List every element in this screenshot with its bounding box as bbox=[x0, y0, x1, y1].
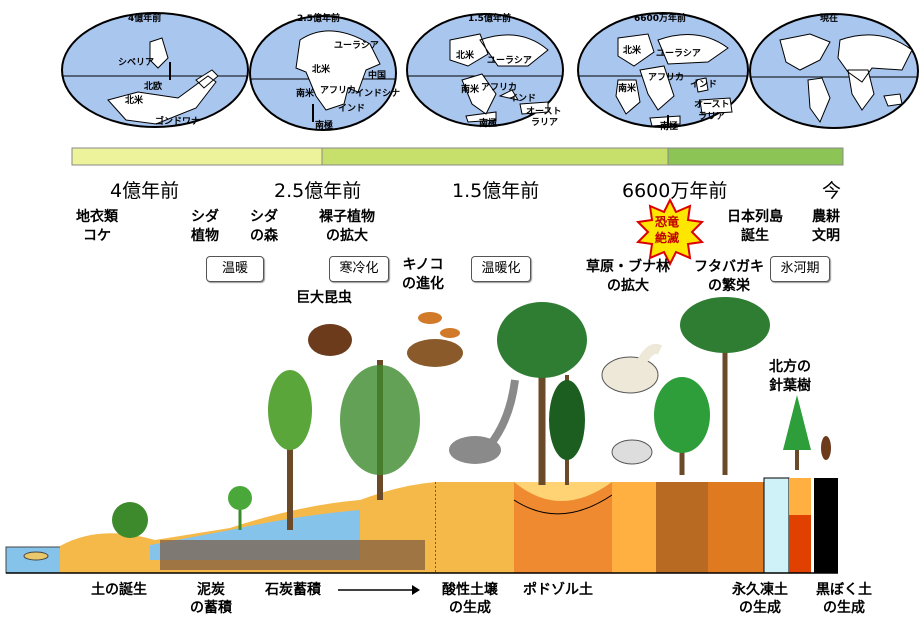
event-extinction: 恐竜 絶滅 bbox=[655, 214, 679, 246]
fish-illustration bbox=[24, 552, 48, 560]
era-label: 6600万年前 bbox=[622, 176, 727, 203]
soil-label: 泥炭 の蓄積 bbox=[190, 581, 232, 617]
continent-label: アフリカ bbox=[320, 83, 356, 96]
globe-time-label: 現在 bbox=[820, 11, 838, 24]
continent-label: 南極 bbox=[660, 119, 678, 132]
climate-box: 氷河期 bbox=[770, 256, 830, 282]
event-farming: 農耕 文明 bbox=[812, 208, 840, 246]
continent-label: ユーラシア bbox=[334, 38, 379, 51]
continent-label: ラリア bbox=[698, 109, 725, 122]
event-fern-plant: シダ 植物 bbox=[191, 208, 219, 246]
soil-label: 石炭蓄積 bbox=[265, 581, 321, 599]
continent-label: 北米 bbox=[623, 43, 641, 56]
continent-label: アフリカ bbox=[648, 70, 684, 83]
globe-present bbox=[750, 14, 918, 128]
era-label: 4億年前 bbox=[110, 176, 179, 203]
continent-label: 南米 bbox=[296, 86, 314, 99]
event-insect: 巨大昆虫 bbox=[296, 289, 352, 308]
soil-label: 酸性土壌 の生成 bbox=[442, 581, 498, 617]
event-conifer: 北方の 針葉樹 bbox=[769, 358, 811, 396]
globe-time-label: 2.5億年前 bbox=[297, 11, 340, 24]
soil-label: 黒ぼく土 の生成 bbox=[816, 581, 872, 617]
continent-label: ゴンドワナ bbox=[155, 114, 200, 127]
continent-label: 北欧 bbox=[144, 79, 162, 92]
coal-arrow bbox=[338, 585, 420, 595]
event-fern-forest: シダ の森 bbox=[250, 208, 278, 246]
continent-label: 南米 bbox=[618, 81, 636, 94]
globe-time-label: 1.5億年前 bbox=[468, 11, 511, 24]
event-dipterocarp: フタバガキ の繁栄 bbox=[694, 258, 764, 296]
timeline-bar bbox=[72, 148, 843, 165]
continent-label: 北米 bbox=[456, 48, 474, 61]
globe-time-label: 6600万年前 bbox=[634, 11, 686, 24]
continent-label: インド bbox=[338, 101, 365, 114]
climate-box: 温暖化 bbox=[471, 256, 531, 282]
era-label: 今 bbox=[822, 176, 841, 203]
climate-box: 温暖 bbox=[206, 256, 264, 282]
event-mushroom: キノコ の進化 bbox=[402, 256, 444, 294]
soil-label: 土の誕生 bbox=[91, 581, 147, 599]
soil-label: 永久凍土 の生成 bbox=[732, 581, 788, 617]
continent-label: 南極 bbox=[479, 116, 497, 129]
event-japan: 日本列島 誕生 bbox=[727, 208, 783, 246]
continent-label: インド bbox=[690, 77, 717, 90]
event-lichen: 地衣類 コケ bbox=[76, 208, 118, 246]
continent-label: シベリア bbox=[118, 55, 154, 68]
soil-label: ポドゾル土 bbox=[523, 581, 593, 599]
era-label: 1.5億年前 bbox=[452, 176, 539, 203]
climate-box: 寒冷化 bbox=[329, 256, 389, 282]
event-grassland: 草原・ブナ林 の拡大 bbox=[586, 258, 670, 296]
continent-label: 北米 bbox=[125, 93, 143, 106]
continent-label: ユーラシア bbox=[656, 46, 701, 59]
era-label: 2.5億年前 bbox=[274, 176, 361, 203]
globe-time-label: 4億年前 bbox=[128, 11, 161, 24]
continent-label: 中国 bbox=[368, 68, 386, 81]
continent-label: インドシナ bbox=[355, 86, 400, 99]
continent-label: インド bbox=[509, 91, 536, 104]
continent-label: ラリア bbox=[531, 115, 558, 128]
continent-label: 南極 bbox=[315, 118, 333, 131]
event-gymnosperm: 裸子植物 の拡大 bbox=[319, 208, 375, 246]
continent-label: ユーラシア bbox=[487, 53, 532, 66]
globe-400mya bbox=[62, 13, 248, 127]
continent-label: 北米 bbox=[312, 62, 330, 75]
continent-label: 南米 bbox=[461, 82, 479, 95]
